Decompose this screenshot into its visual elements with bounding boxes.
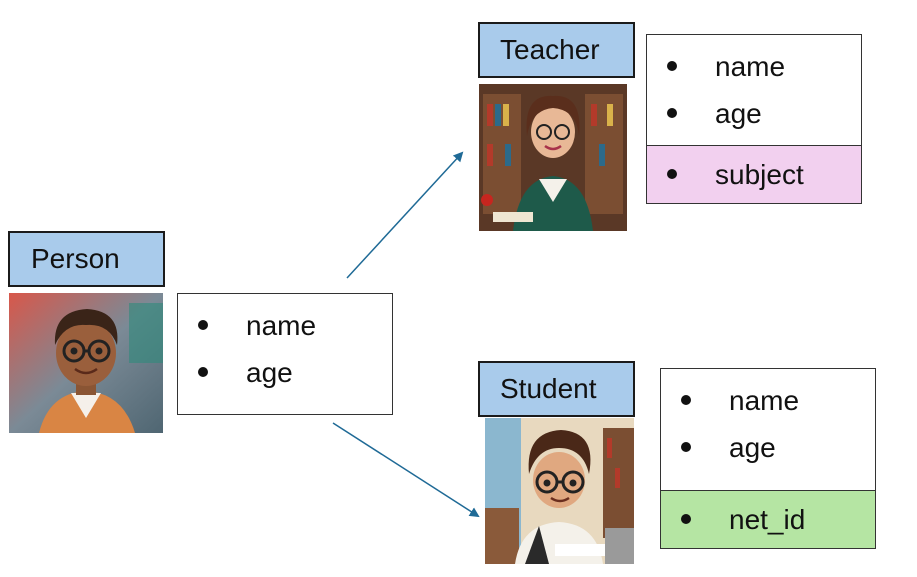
person-attr-age: age bbox=[178, 349, 392, 396]
student-extra-section: net_id bbox=[661, 490, 875, 548]
teacher-label-text: Teacher bbox=[500, 34, 600, 65]
person-attributes-box: name age bbox=[177, 293, 393, 415]
teacher-attr-subject: subject bbox=[647, 151, 861, 198]
person-class-label: Person bbox=[8, 231, 165, 287]
person-label-text: Person bbox=[31, 243, 120, 274]
teacher-class-label: Teacher bbox=[478, 22, 635, 78]
teacher-attr-age: age bbox=[647, 90, 861, 137]
student-label-text: Student bbox=[500, 373, 597, 404]
student-attr-age: age bbox=[661, 424, 875, 471]
person-attribute-list: name age bbox=[178, 302, 392, 396]
teacher-attribute-list: name age bbox=[647, 43, 861, 137]
arrow-to-student bbox=[332, 422, 480, 518]
student-avatar bbox=[485, 418, 634, 564]
student-attr-net-id: net_id bbox=[661, 496, 875, 543]
arrow-to-teacher bbox=[346, 151, 464, 279]
teacher-extra-section: subject bbox=[647, 145, 861, 203]
student-attr-name: name bbox=[661, 377, 875, 424]
teacher-attr-name: name bbox=[647, 43, 861, 90]
student-class-label: Student bbox=[478, 361, 635, 417]
student-attributes-box: name age net_id bbox=[660, 368, 876, 549]
person-avatar bbox=[9, 293, 163, 433]
teacher-avatar bbox=[479, 84, 627, 231]
student-attribute-list: name age bbox=[661, 377, 875, 471]
teacher-attributes-box: name age subject bbox=[646, 34, 862, 204]
person-attr-name: name bbox=[178, 302, 392, 349]
